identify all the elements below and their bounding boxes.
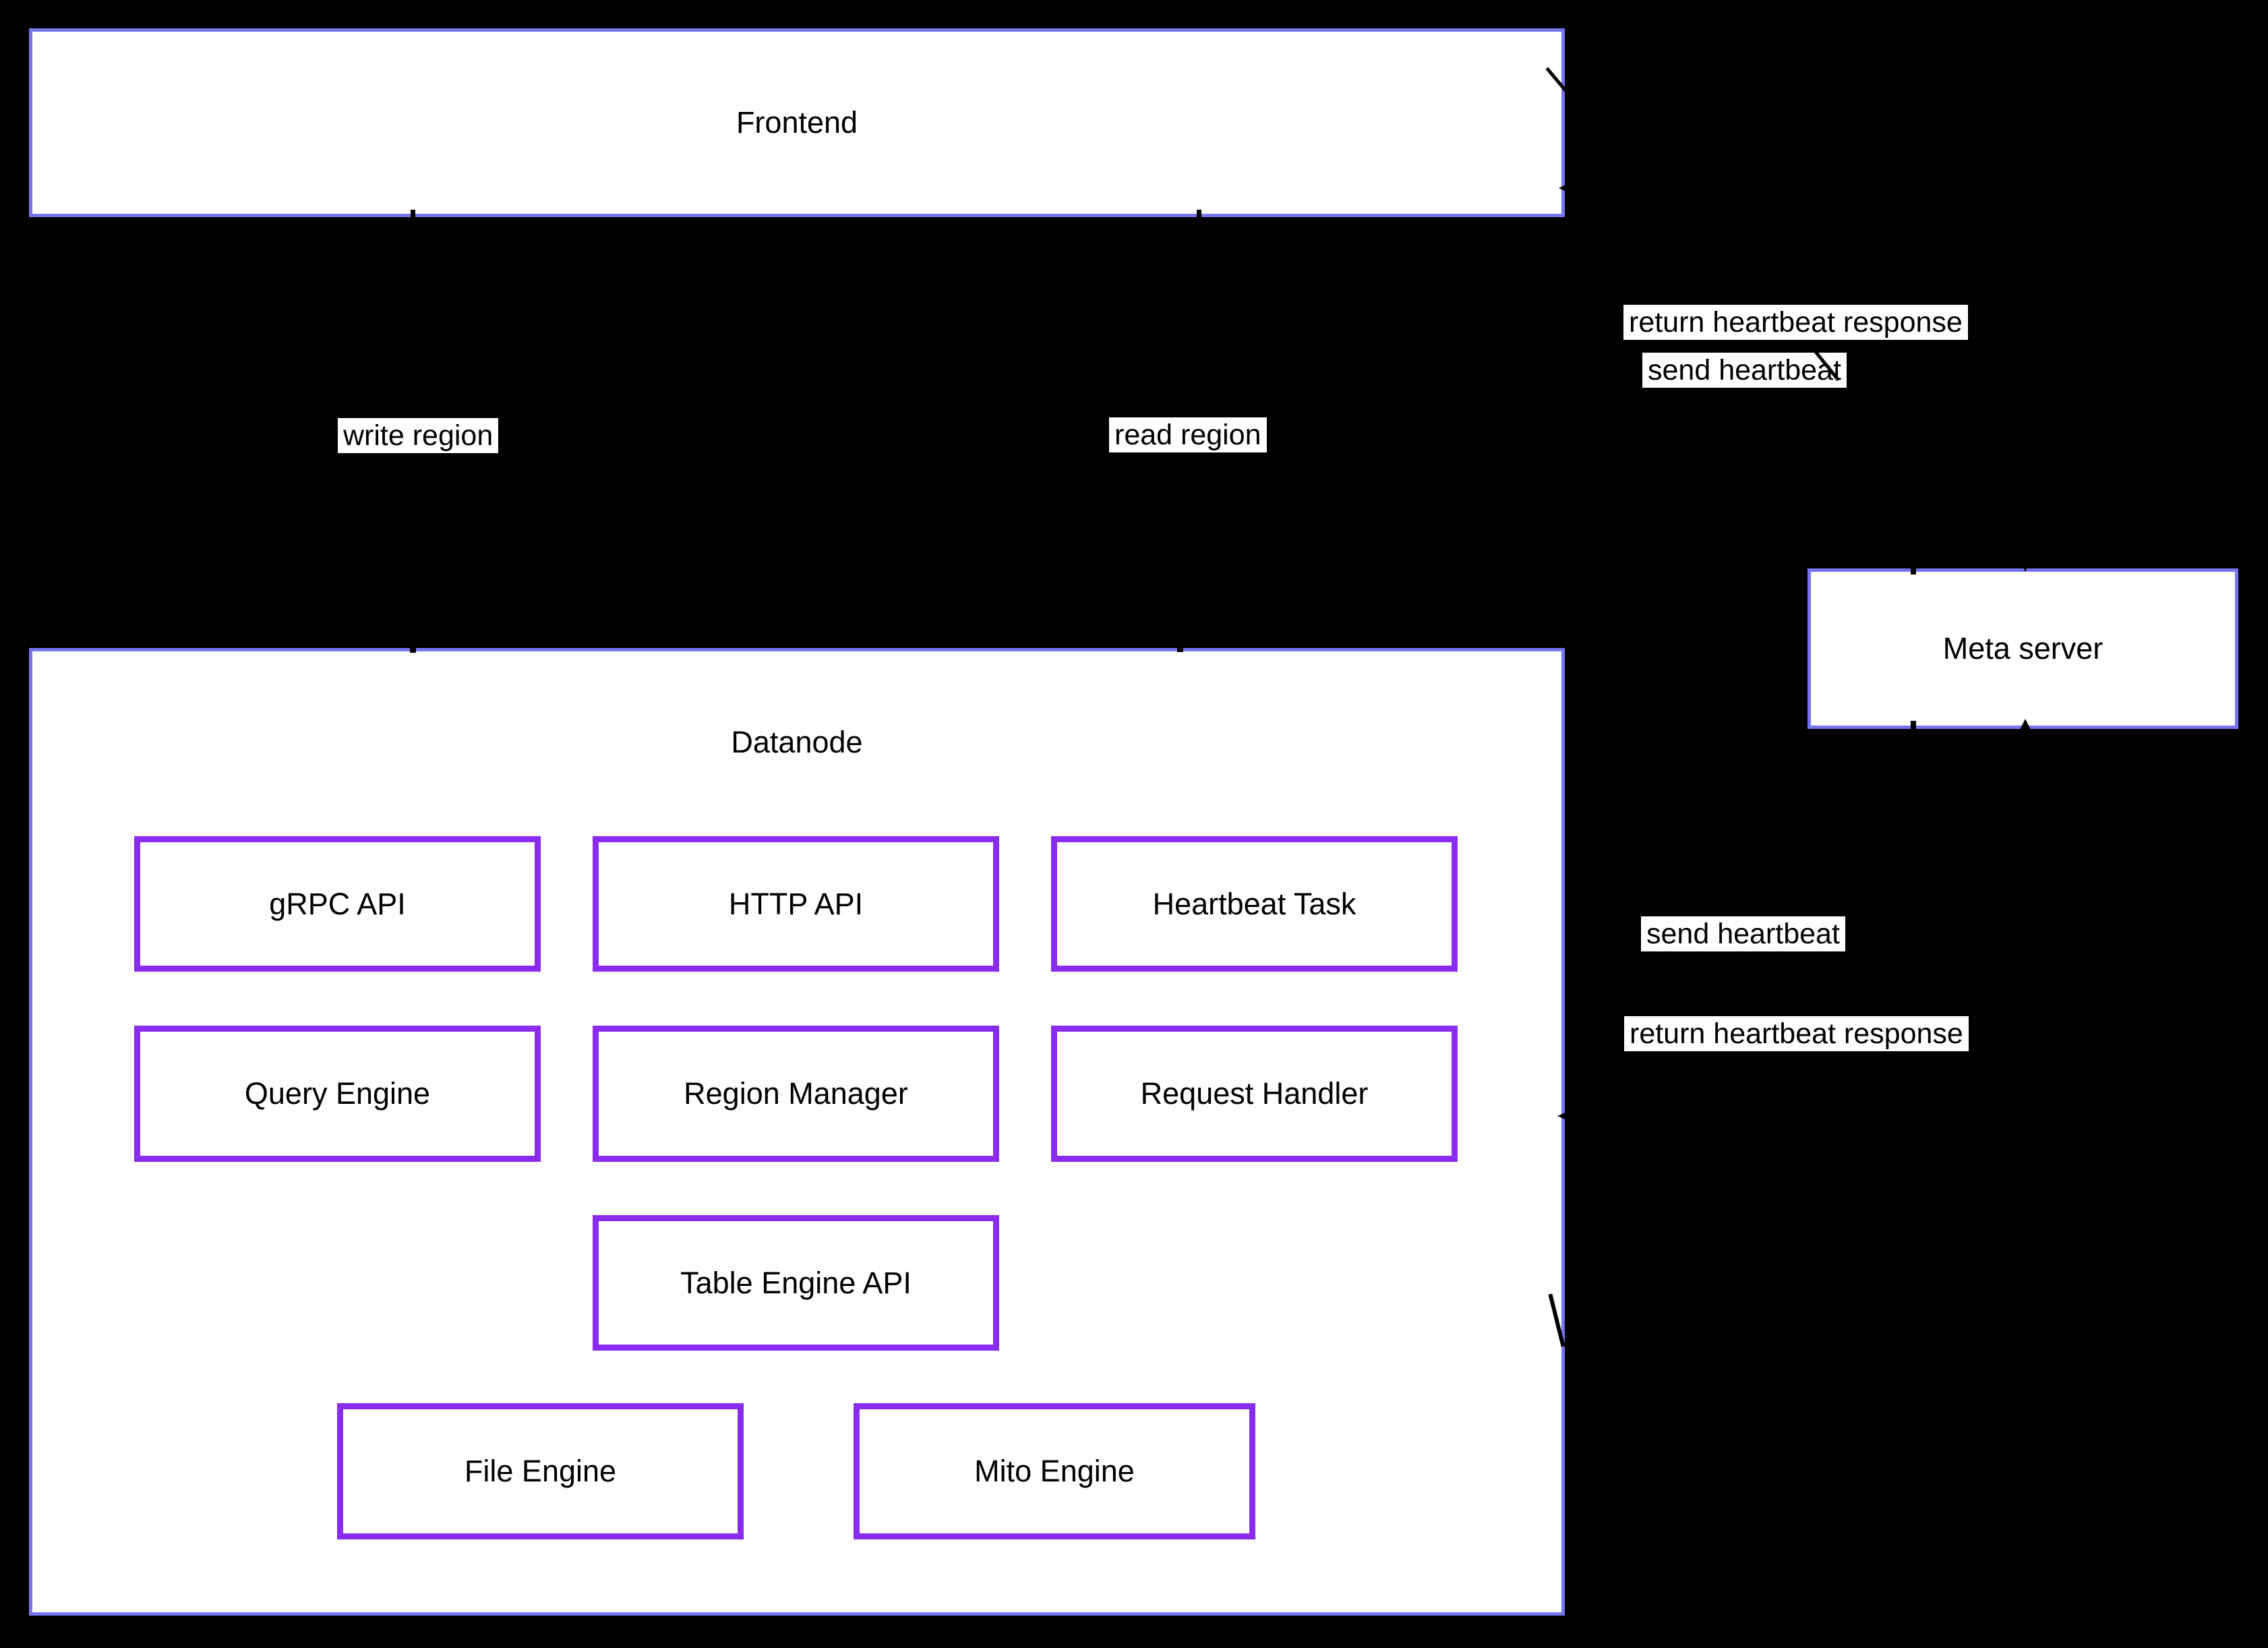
- edge-label-datanode-return-heartbeat: return heartbeat response: [1624, 1016, 1969, 1051]
- arrowhead-meta-top-send: [2018, 557, 2033, 572]
- frontend-cluster: Frontend: [29, 28, 1565, 217]
- node-query-engine: Query Engine: [134, 1026, 541, 1162]
- region-manager-label: Region Manager: [684, 1076, 908, 1111]
- edge-tick-meta-top-return: [1911, 562, 1916, 575]
- meta-server-label: Meta server: [1942, 631, 2103, 666]
- table-engine-api-label: Table Engine API: [680, 1265, 912, 1300]
- arrowhead-frontend-right-return: [1559, 181, 1575, 196]
- edge-label-frontend-send-heartbeat: send heartbeat: [1642, 353, 1847, 388]
- node-heartbeat-task: Heartbeat Task: [1051, 836, 1458, 972]
- http-api-label: HTTP API: [728, 886, 864, 921]
- node-request-handler: Request Handler: [1051, 1026, 1458, 1162]
- node-mito-engine: Mito Engine: [854, 1403, 1255, 1539]
- node-file-engine: File Engine: [337, 1403, 744, 1539]
- heartbeat-task-label: Heartbeat Task: [1152, 886, 1356, 921]
- edge-label-frontend-return-heartbeat: return heartbeat response: [1623, 305, 1968, 340]
- node-table-engine-api: Table Engine API: [593, 1215, 999, 1351]
- arrowhead-datanode-top-read: [1177, 641, 1183, 652]
- grpc-api-label: gRPC API: [269, 886, 406, 921]
- request-handler-label: Request Handler: [1140, 1076, 1369, 1111]
- edge-tick-frontend-bottom-read: [1197, 210, 1201, 225]
- edge-label-read-region: read region: [1109, 417, 1267, 452]
- node-grpc-api: gRPC API: [134, 836, 541, 972]
- arrowhead-datanode-top-write: [410, 641, 416, 653]
- node-http-api: HTTP API: [593, 836, 999, 972]
- arrowhead-datanode-right-return: [1557, 1109, 1575, 1123]
- node-meta-server: Meta server: [1808, 568, 2238, 729]
- mito-engine-label: Mito Engine: [974, 1454, 1135, 1488]
- node-region-manager: Region Manager: [593, 1026, 999, 1162]
- datanode-cluster-label: Datanode: [731, 725, 863, 759]
- edge-label-write-region: write region: [338, 418, 499, 453]
- frontend-cluster-label: Frontend: [736, 105, 858, 140]
- edge-tick-frontend-bottom-write: [411, 210, 415, 225]
- file-engine-label: File Engine: [464, 1454, 617, 1488]
- edge-label-datanode-send-heartbeat: send heartbeat: [1641, 916, 1845, 951]
- query-engine-label: Query Engine: [244, 1076, 431, 1111]
- arrowhead-meta-bottom-send: [2018, 719, 2033, 734]
- edge-tick-meta-bottom-return: [1911, 721, 1916, 734]
